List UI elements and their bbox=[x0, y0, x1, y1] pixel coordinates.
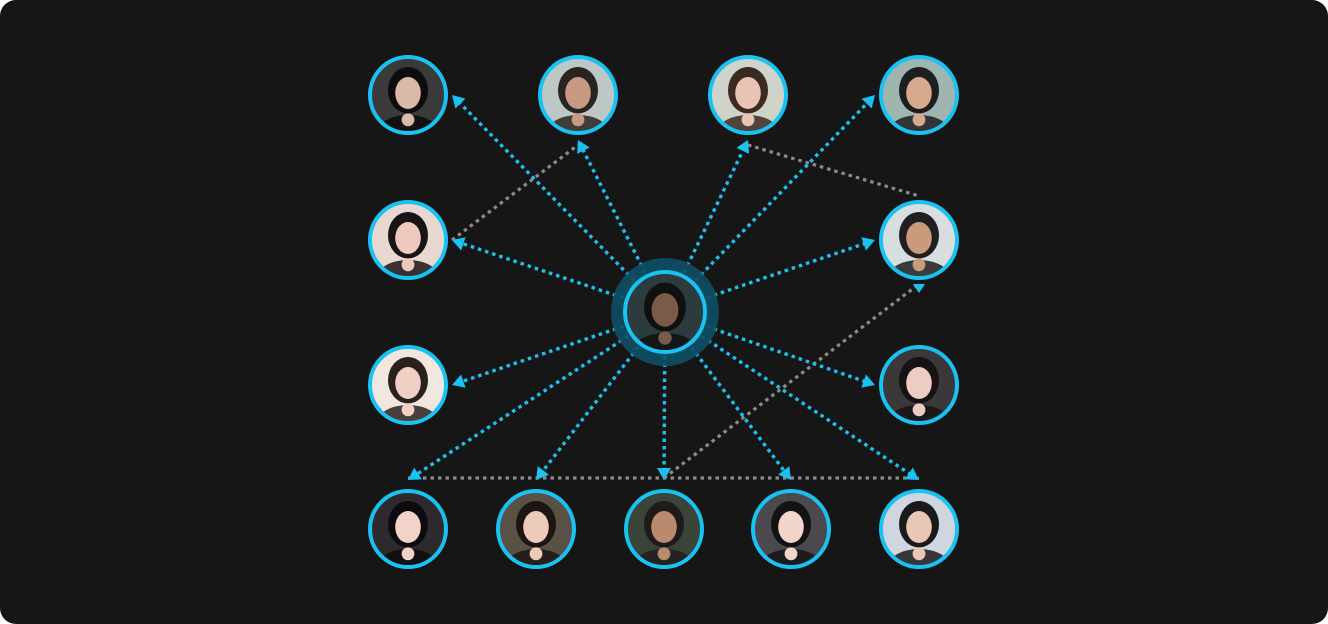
arrowhead-p1 bbox=[452, 95, 466, 109]
person-top-3-node[interactable] bbox=[708, 55, 788, 151]
arrowhead-p5 bbox=[452, 237, 466, 251]
person-bottom-1-avatar bbox=[371, 492, 445, 566]
person-right-2-ring bbox=[879, 345, 959, 425]
person-bottom-1-node[interactable] bbox=[368, 489, 448, 585]
person-left-1-node[interactable] bbox=[368, 200, 448, 296]
link-center-p7 bbox=[457, 324, 624, 385]
person-left-1-avatar bbox=[371, 203, 445, 277]
person-left-2-node[interactable] bbox=[368, 345, 448, 441]
person-bottom-5-ring bbox=[879, 489, 959, 569]
person-top-2-node[interactable] bbox=[538, 55, 618, 151]
link-center-p10 bbox=[538, 345, 640, 477]
center-profile-ring bbox=[623, 270, 707, 354]
link-center-p3 bbox=[682, 144, 747, 274]
person-bottom-2-ring bbox=[496, 489, 576, 569]
person-top-1-node[interactable] bbox=[368, 55, 448, 151]
center-profile-node[interactable] bbox=[623, 270, 707, 371]
link-center-p5 bbox=[457, 240, 624, 300]
people-nodes bbox=[368, 55, 959, 585]
person-bottom-3-avatar bbox=[627, 492, 701, 566]
arrowhead-p9 bbox=[408, 467, 422, 480]
person-bottom-2-node[interactable] bbox=[496, 489, 576, 585]
person-bottom-3-node[interactable] bbox=[624, 489, 704, 585]
arrowheads bbox=[408, 95, 925, 480]
person-right-1-avatar bbox=[882, 203, 956, 277]
person-top-1-avatar bbox=[371, 58, 445, 132]
person-bottom-2-avatar bbox=[499, 492, 573, 566]
person-bottom-3-ring bbox=[624, 489, 704, 569]
person-top-3-avatar bbox=[711, 58, 785, 132]
arrowhead-p3 bbox=[736, 140, 750, 154]
link-center-p2 bbox=[579, 144, 647, 274]
person-top-4-ring bbox=[879, 55, 959, 135]
link-center-p1 bbox=[454, 98, 636, 282]
person-bottom-4-ring bbox=[751, 489, 831, 569]
person-right-2-node[interactable] bbox=[879, 345, 959, 441]
person-top-3-ring bbox=[708, 55, 788, 135]
person-right-2-avatar bbox=[882, 348, 956, 422]
secondary-link-p5-p2 bbox=[451, 143, 579, 242]
person-top-4-avatar bbox=[882, 58, 956, 132]
link-center-p11 bbox=[662, 355, 667, 475]
link-center-p13 bbox=[700, 334, 915, 479]
arrowhead-p8 bbox=[861, 374, 875, 388]
center-profile-avatar bbox=[626, 273, 704, 351]
arrowhead-p4 bbox=[861, 95, 875, 109]
secondary-link-p11-p6 bbox=[663, 282, 920, 480]
link-center-p9 bbox=[412, 334, 630, 479]
arrowhead-p2 bbox=[577, 140, 590, 154]
person-left-1-ring bbox=[368, 200, 448, 280]
person-top-1-ring bbox=[368, 55, 448, 135]
link-center-p8 bbox=[706, 324, 870, 385]
arrowhead-p13 bbox=[905, 467, 919, 480]
person-bottom-4-avatar bbox=[754, 492, 828, 566]
person-bottom-4-node[interactable] bbox=[751, 489, 831, 585]
arrowhead-p6-bottom bbox=[913, 284, 925, 293]
person-right-1-node[interactable] bbox=[879, 200, 959, 296]
primary-links bbox=[412, 98, 915, 479]
arrowhead-p6 bbox=[861, 237, 875, 251]
secondary-link-p3-p6 bbox=[747, 143, 920, 198]
person-bottom-5-node[interactable] bbox=[879, 489, 959, 585]
person-top-4-node[interactable] bbox=[879, 55, 959, 151]
arrowhead-p7 bbox=[452, 374, 466, 388]
person-left-2-avatar bbox=[371, 348, 445, 422]
link-center-p4 bbox=[694, 98, 873, 282]
person-top-2-avatar bbox=[541, 58, 615, 132]
arrowhead-p11 bbox=[657, 467, 672, 480]
person-top-2-ring bbox=[538, 55, 618, 135]
person-bottom-5-avatar bbox=[882, 492, 956, 566]
person-bottom-1-ring bbox=[368, 489, 448, 569]
arrowhead-p10 bbox=[536, 466, 549, 480]
arrowhead-p12 bbox=[778, 466, 791, 480]
person-right-1-ring bbox=[879, 200, 959, 280]
link-center-p12 bbox=[690, 346, 789, 477]
link-center-p6 bbox=[706, 240, 870, 300]
person-left-2-ring bbox=[368, 345, 448, 425]
